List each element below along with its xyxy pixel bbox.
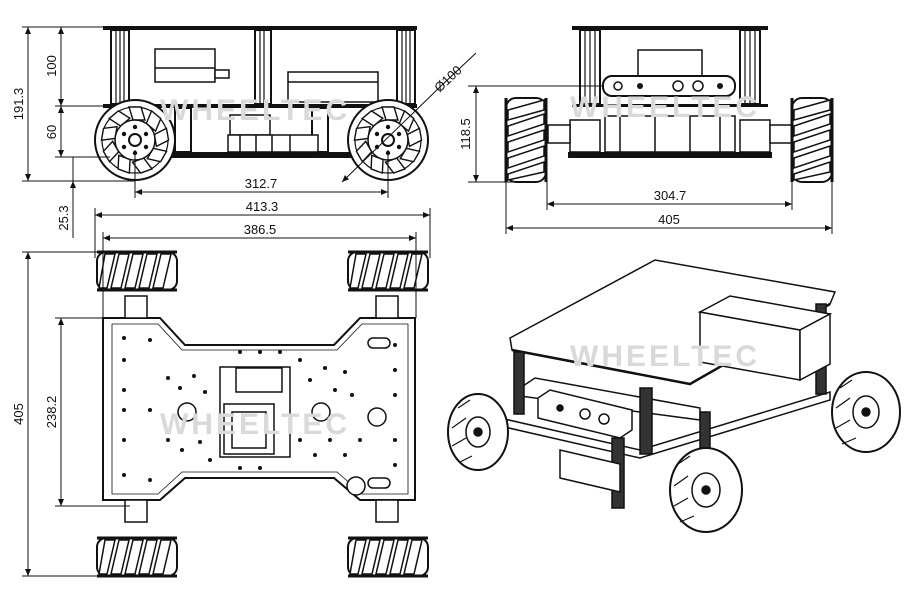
mecanum-wheel-icon (790, 96, 834, 184)
top-view: WHEELTEC (95, 250, 430, 578)
side-view-dimensions (22, 26, 477, 238)
watermark-text: WHEELTEC (570, 340, 760, 373)
dim-lower-label: 60 (44, 125, 59, 139)
front-view: WHEELTEC (504, 26, 834, 184)
dim-wheelbase-label: 312.7 (245, 176, 278, 191)
controller-board (219, 366, 291, 458)
dim-front-height-label: 118.5 (458, 118, 473, 150)
controller-box (287, 71, 379, 103)
battery-icon (154, 48, 230, 83)
dim-top-length-label: 405 (11, 403, 26, 425)
mecanum-wheel-icon (669, 447, 743, 533)
dim-wheel-spacing-label: 238.2 (44, 396, 59, 429)
dim-upper-label: 100 (44, 55, 59, 77)
depth-camera-icon (537, 389, 633, 439)
motor-icon (547, 115, 793, 153)
watermark-text: WHEELTEC (160, 408, 350, 441)
dim-front-width-label: 405 (658, 212, 680, 227)
watermark-text: WHEELTEC (160, 94, 350, 127)
mecanum-wheel-icon (346, 536, 430, 578)
dim-inner-width-label: 386.5 (244, 222, 277, 237)
mecanum-wheel-icon (95, 250, 179, 292)
mecanum-wheel-icon (95, 536, 179, 578)
front-view-dimensions (468, 85, 833, 234)
dim-total-width-label: 413.3 (246, 199, 279, 214)
dim-total-height-label: 191.3 (11, 88, 26, 121)
isometric-view: WHEELTEC (447, 259, 901, 533)
side-view: WHEELTEC (94, 26, 429, 181)
dim-ground-label: 25.3 (56, 205, 71, 230)
mecanum-wheel-icon (504, 96, 548, 184)
watermark-text: WHEELTEC (570, 91, 760, 124)
mecanum-wheel-icon (831, 371, 901, 453)
battery-icon (637, 49, 703, 77)
dim-track-label: 304.7 (654, 188, 687, 203)
mecanum-wheel-icon (447, 393, 509, 471)
motor-icon (227, 114, 319, 153)
dim-wheel-diameter-label: Ø100 (431, 62, 464, 95)
top-view-dimensions (22, 208, 431, 577)
